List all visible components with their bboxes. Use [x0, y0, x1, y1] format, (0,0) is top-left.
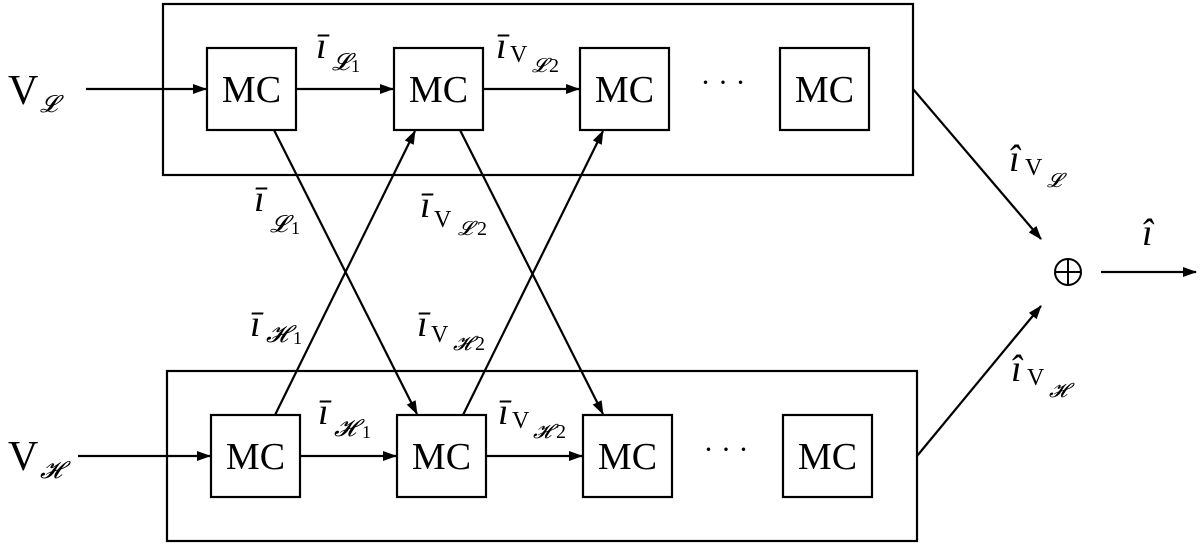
label-index: 1 — [351, 56, 360, 76]
label-main: ī — [316, 25, 330, 67]
label-main: ī — [498, 391, 512, 433]
label-main: î — [1011, 348, 1024, 390]
label-main: ī — [250, 303, 264, 345]
mc-label: MC — [226, 436, 285, 478]
label-sub-v: V — [1027, 365, 1045, 391]
top-mc-block-3: MC — [578, 46, 671, 132]
input-label-high: V 𝓗 — [8, 434, 71, 484]
output-label-final: î — [1142, 212, 1155, 254]
mc-label: MC — [409, 69, 468, 111]
label-index: 2 — [556, 421, 566, 443]
output-label-low: î V 𝓛 — [1009, 138, 1067, 192]
top-ellipsis: · · · — [701, 66, 746, 99]
label-index: 2 — [549, 55, 559, 77]
label-main: î — [1142, 212, 1155, 254]
bottom-ellipsis: · · · — [704, 433, 749, 466]
cross-label-high-1: ī 𝓗 1 — [250, 303, 302, 348]
cross-arrow-bottom2-to-top3 — [462, 130, 604, 416]
mc-label: MC — [598, 436, 657, 478]
cross-arrow-bottom1-to-top2 — [274, 130, 416, 416]
label-main: ī — [496, 25, 510, 67]
mc-label: MC — [412, 436, 471, 478]
output-arrow-high — [916, 305, 1042, 457]
label-main: ī — [417, 303, 431, 345]
input-label-low: V 𝓛 — [8, 68, 64, 118]
cross-label-high-2: ī V 𝓗 2 — [417, 303, 485, 355]
top-mc-block-2: MC — [392, 46, 485, 132]
label-index: 1 — [293, 328, 302, 348]
bottom-mc-block-2: MC — [395, 413, 488, 499]
bottom-edge-label-2: ī V 𝓗 2 — [498, 391, 566, 443]
bottom-mc-block-4: MC — [781, 413, 874, 499]
label-main: î — [1009, 138, 1022, 180]
input-low-base: V — [8, 68, 38, 114]
output-arrow-low — [912, 88, 1042, 240]
label-sub-v: V — [1025, 155, 1043, 181]
label-main: ī — [318, 391, 332, 433]
label-sub-v: V — [510, 42, 528, 68]
label-sub: 𝓛 — [458, 218, 478, 240]
label-sub: 𝓗 — [334, 416, 365, 442]
label-sub: 𝓗 — [1049, 380, 1075, 402]
label-index: 2 — [477, 218, 487, 240]
label-sub-v: V — [512, 408, 530, 434]
top-mc-block-4: MC — [778, 46, 871, 132]
label-index: 1 — [291, 218, 300, 238]
label-sub: 𝓛 — [1047, 170, 1067, 192]
top-edge-label-2: ī V 𝓛 2 — [496, 25, 559, 77]
label-sub-v: V — [431, 322, 449, 348]
bottom-edge-label-1: ī 𝓗 1 — [318, 391, 371, 442]
input-high-sub: 𝓗 — [40, 458, 71, 484]
cross-label-low-1: ī 𝓛 1 — [254, 178, 300, 238]
label-index: 1 — [362, 422, 371, 442]
label-main: ī — [254, 178, 268, 220]
sum-node — [1054, 258, 1082, 286]
mc-label: MC — [798, 436, 857, 478]
top-edge-label-1: ī 𝓛 1 — [316, 25, 360, 76]
label-main: ī — [420, 184, 434, 226]
input-high-base: V — [8, 434, 38, 480]
bottom-mc-block-1: MC — [209, 413, 302, 499]
label-index: 2 — [475, 333, 485, 355]
label-sub-v: V — [434, 207, 452, 233]
mc-label: MC — [795, 69, 854, 111]
top-mc-block-1: MC — [205, 46, 298, 132]
cross-label-low-2: ī V 𝓛 2 — [420, 184, 487, 240]
bottom-mc-block-3: MC — [581, 413, 674, 499]
mc-label: MC — [222, 69, 281, 111]
input-low-sub: 𝓛 — [40, 92, 64, 118]
cross-arrow-top2-to-bottom3 — [459, 129, 604, 415]
output-label-high: î V 𝓗 — [1011, 348, 1075, 402]
mc-label: MC — [595, 69, 654, 111]
